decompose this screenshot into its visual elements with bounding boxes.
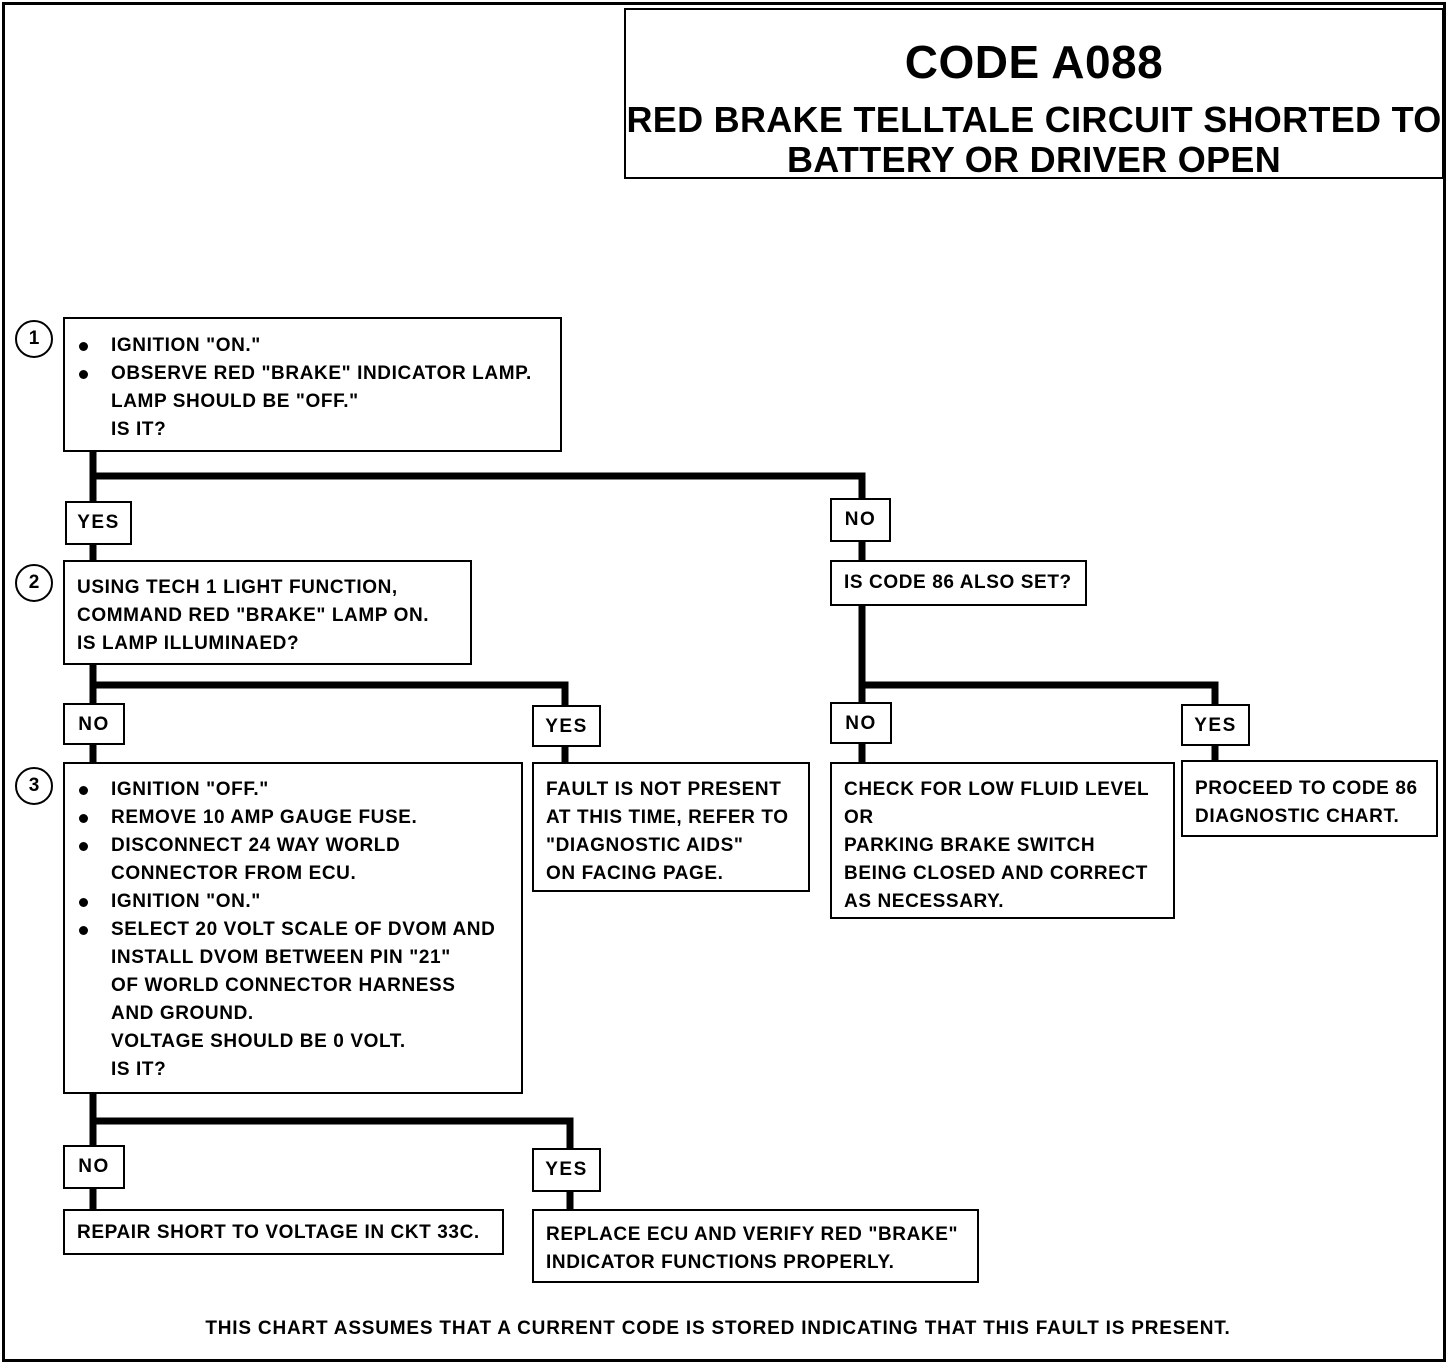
repair-short-box: REPAIR SHORT TO VOLTAGE IN CKT 33C. <box>63 1209 504 1255</box>
connector-step1-no <box>89 472 866 503</box>
yes-label-step2: YES <box>532 705 601 747</box>
title-box: CODE A088 RED BRAKE TELLTALE CIRCUIT SHO… <box>624 8 1444 180</box>
diagnostic-code: CODE A088 <box>904 36 1164 88</box>
yes-label-code86: YES <box>1181 704 1250 746</box>
step3-continuation: VOLTAGE SHOULD BE 0 VOLT. IS IT? <box>111 1031 406 1080</box>
step3-bullet-1: IGNITION "OFF." <box>65 776 521 804</box>
footer-note: THIS CHART ASSUMES THAT A CURRENT CODE I… <box>205 1318 1231 1339</box>
fault-not-present-box: FAULT IS NOT PRESENT AT THIS TIME, REFER… <box>532 762 810 892</box>
step-number-2: 2 <box>15 564 53 602</box>
connector-step2-yes <box>89 681 569 710</box>
proceed-code86-box: PROCEED TO CODE 86 DIAGNOSTIC CHART. <box>1181 760 1438 837</box>
bullet-dot-icon <box>79 370 88 379</box>
bullet-dot-icon <box>79 926 88 935</box>
step1-box: IGNITION "ON." OBSERVE RED "BRAKE" INDIC… <box>63 317 562 452</box>
step3-bullet-3: DISCONNECT 24 WAY WORLD CONNECTOR FROM E… <box>65 832 521 888</box>
no-label-step2: NO <box>63 703 125 745</box>
no-label-step1: NO <box>830 498 891 542</box>
step1-bullet-2: OBSERVE RED "BRAKE" INDICATOR LAMP. <box>65 360 560 388</box>
step2-box: USING TECH 1 LIGHT FUNCTION, COMMAND RED… <box>63 560 472 665</box>
yes-label-step1: YES <box>65 501 132 545</box>
bullet-dot-icon <box>79 842 88 851</box>
no-label-step3: NO <box>63 1145 125 1189</box>
bullet-dot-icon <box>79 814 88 823</box>
replace-ecu-box: REPLACE ECU AND VERIFY RED "BRAKE" INDIC… <box>532 1209 979 1283</box>
connector-step3-yes <box>89 1117 574 1153</box>
step3-bullet-5: SELECT 20 VOLT SCALE OF DVOM AND INSTALL… <box>65 916 521 1028</box>
bullet-dot-icon <box>79 898 88 907</box>
yes-label-step3: YES <box>532 1148 601 1192</box>
title-line-2: BATTERY OR DRIVER OPEN <box>787 139 1281 180</box>
step3-bullet-2: REMOVE 10 AMP GAUGE FUSE. <box>65 804 521 832</box>
code86-question-box: IS CODE 86 ALSO SET? <box>830 560 1087 606</box>
no-label-code86: NO <box>830 702 892 744</box>
check-fluid-box: CHECK FOR LOW FLUID LEVEL OR PARKING BRA… <box>830 762 1175 919</box>
step1-bullet-1: IGNITION "ON." <box>65 332 560 360</box>
step1-continuation: LAMP SHOULD BE "OFF." IS IT? <box>111 391 359 440</box>
step3-box: IGNITION "OFF." REMOVE 10 AMP GAUGE FUSE… <box>63 762 523 1094</box>
step3-bullet-4: IGNITION "ON." <box>65 888 521 916</box>
bullet-dot-icon <box>79 342 88 351</box>
step-number-1: 1 <box>15 320 53 358</box>
bullet-dot-icon <box>79 786 88 795</box>
title-line-1: RED BRAKE TELLTALE CIRCUIT SHORTED TO <box>626 99 1442 140</box>
connector-code86-yes <box>858 681 1219 709</box>
step-number-3: 3 <box>15 767 53 805</box>
